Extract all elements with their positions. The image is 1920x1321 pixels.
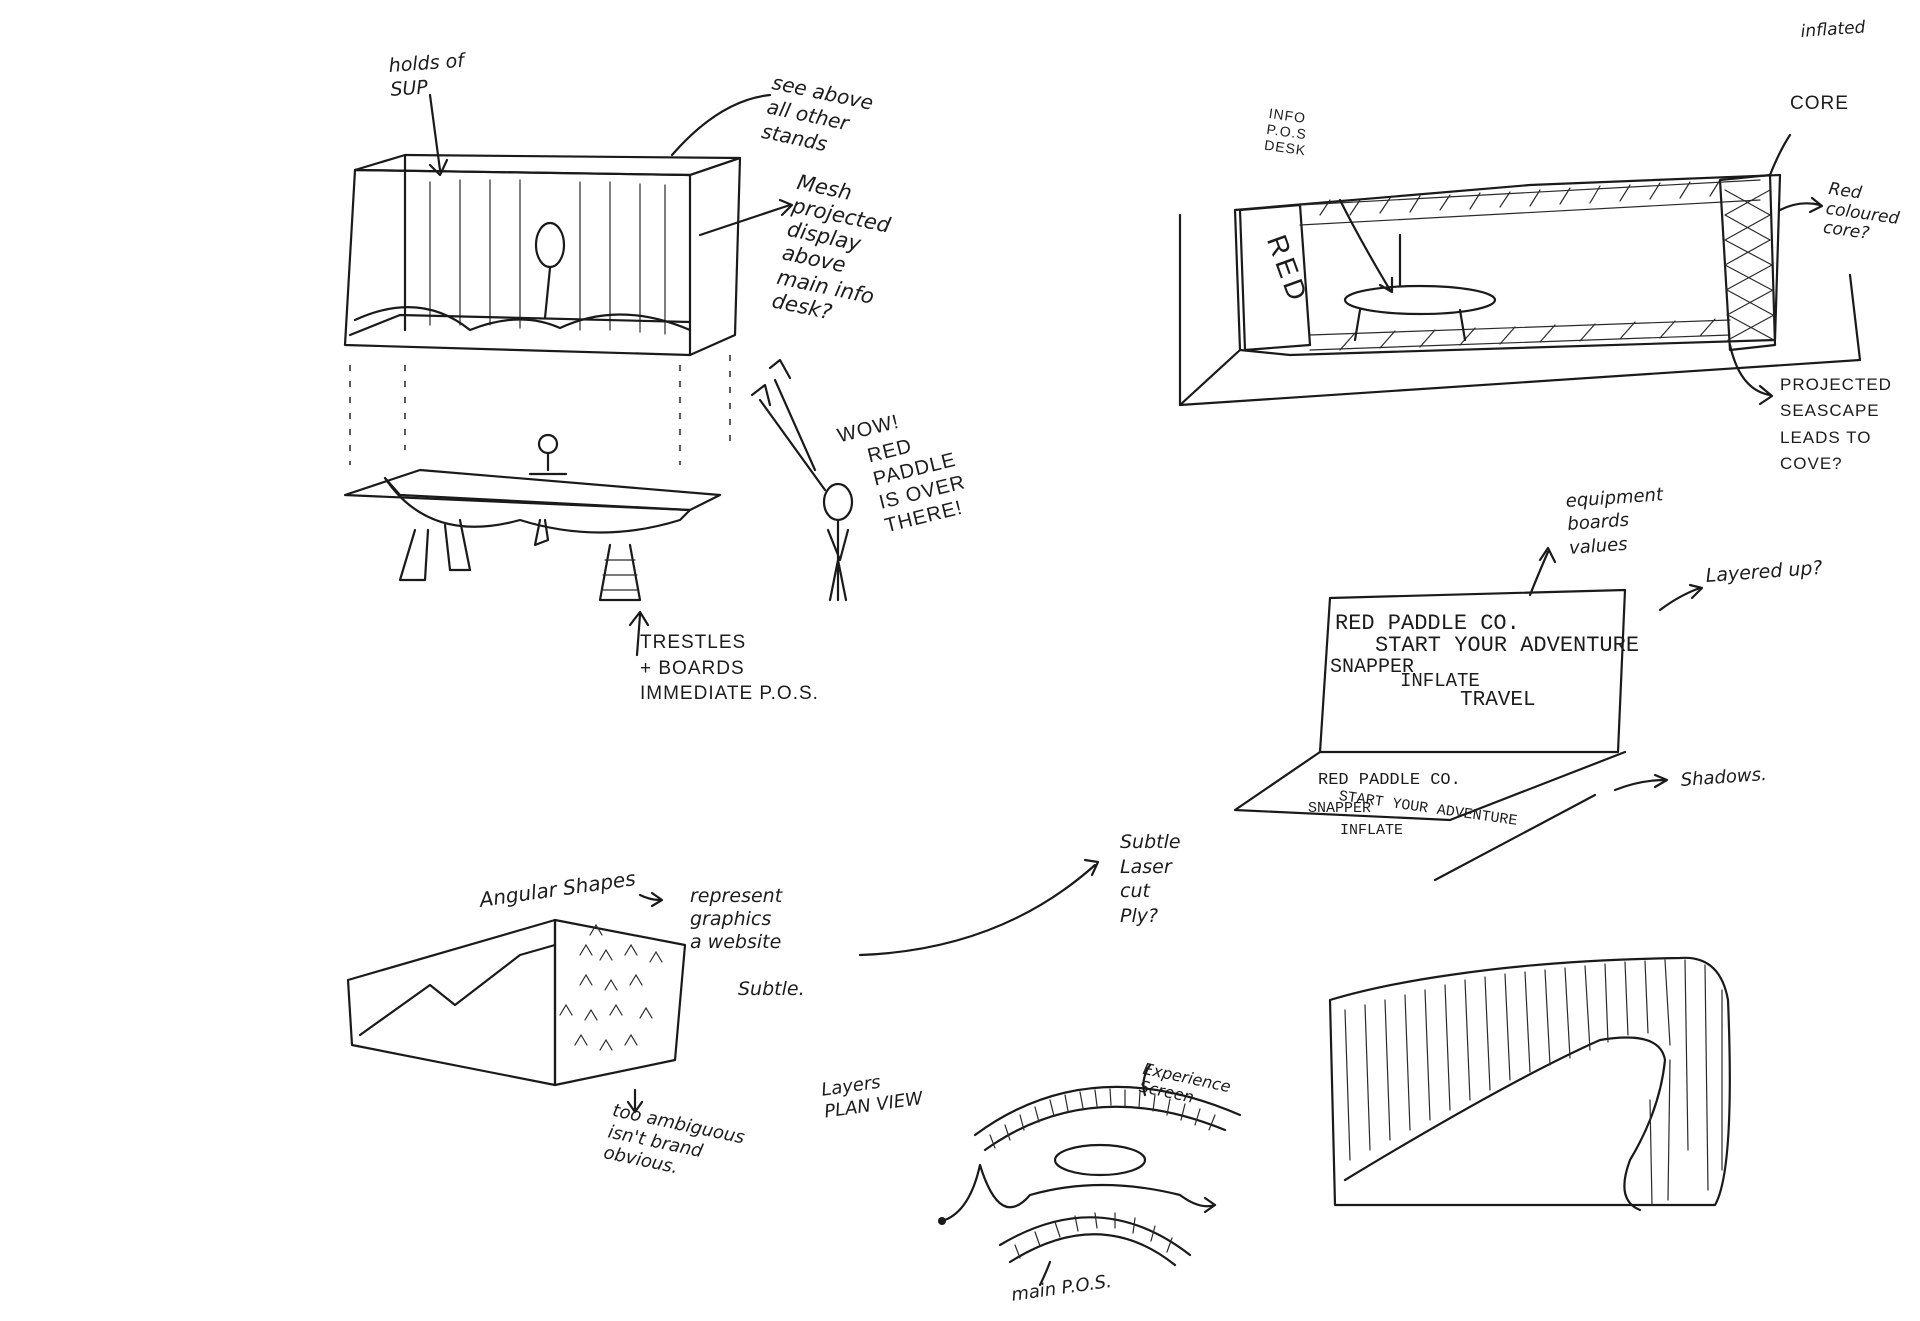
shadow-line-inflate: INFLATE — [1340, 822, 1404, 839]
board-line-adventure: START YOUR ADVENTURE — [1375, 633, 1640, 658]
board-line-travel: TRAVEL — [1460, 689, 1536, 712]
board-line-snapper: SNAPPER — [1330, 656, 1415, 679]
note-core: CORE — [1790, 93, 1849, 114]
red-cove-booth-sketch — [1178, 133, 1862, 407]
trestle-desk-sketch — [343, 433, 722, 657]
note-holds-of-sup: holds of SUP — [388, 49, 465, 101]
board-line-inflate: INFLATE — [1400, 670, 1480, 692]
angular-shapes-sketch — [346, 858, 1100, 1114]
note-inflated: inflated — [1800, 17, 1867, 42]
note-projected-seascape: PROJECTED SEASCAPE LEADS TO COVE? — [1780, 375, 1892, 474]
wave-shape-sketch — [1328, 956, 1731, 1212]
note-trestles: TRESTLES + BOARDS IMMEDIATE P.O.S. — [640, 632, 819, 705]
note-red-coloured-core: Red coloured core? — [1821, 179, 1901, 244]
board-line-brand: RED PADDLE CO. — [1335, 611, 1520, 636]
layered-board-sketch — [1233, 546, 1704, 882]
note-info-pos-desk: INFO P.O.S DESK — [1263, 105, 1308, 159]
person-pointing-sketch — [750, 358, 854, 602]
mesh-display-box-sketch — [343, 93, 794, 465]
shadow-line-brand: RED PADDLE CO. — [1318, 771, 1461, 790]
note-represent-graphics: represent graphics a website — [690, 885, 783, 953]
note-equipment-boards-values: equipment boards values — [1565, 484, 1664, 559]
shadow-line-snapper: SNAPPER — [1308, 800, 1372, 817]
note-subtle-laser: Subtle Laser cut Ply? — [1120, 831, 1181, 928]
plan-view-sketch — [938, 1063, 1242, 1287]
note-subtle: Subtle. — [738, 978, 805, 1000]
